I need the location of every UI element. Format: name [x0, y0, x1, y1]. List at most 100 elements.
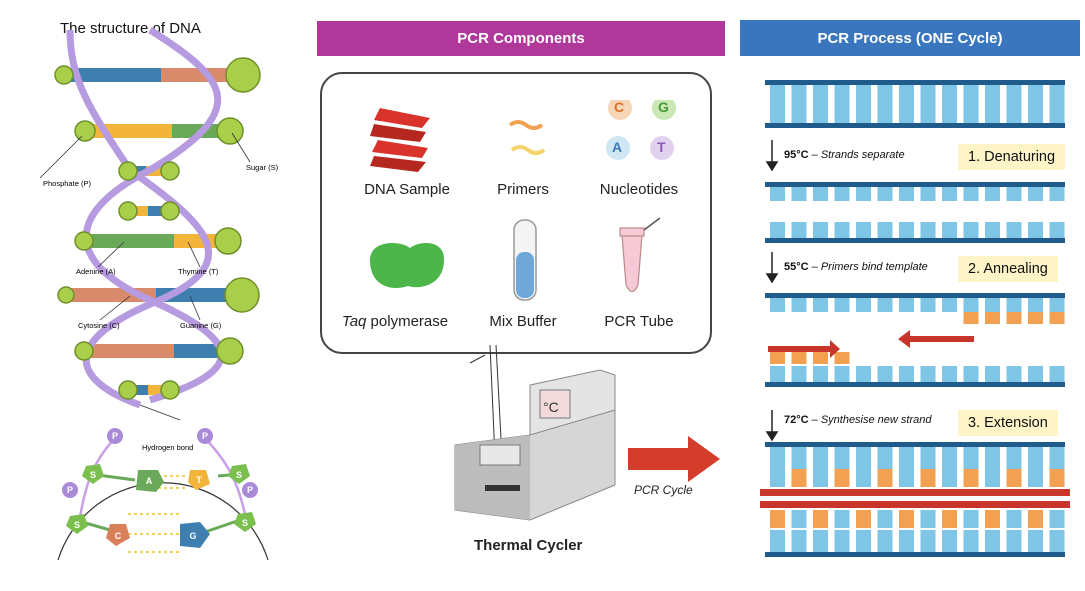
- base-segment: [834, 85, 850, 123]
- base-segment: [856, 187, 871, 201]
- new-base: [1006, 469, 1022, 487]
- base-segment: [813, 298, 828, 312]
- pcr-cycle-arrow: [628, 436, 720, 482]
- base-segment: [834, 530, 850, 552]
- base-segment: [877, 298, 893, 312]
- thermal-cycler-icon: °C: [454, 344, 616, 521]
- primer-base: [834, 352, 850, 364]
- new-base: [1049, 469, 1065, 487]
- base-segment: [920, 366, 936, 382]
- base-segment: [1049, 187, 1065, 201]
- base-segment: [1028, 447, 1043, 469]
- new-base: [856, 469, 871, 487]
- base-segment: [813, 530, 828, 552]
- base-segment: [856, 530, 871, 552]
- label-pcr-tube: PCR Tube: [604, 313, 674, 330]
- label-guanine: Guanine (G): [180, 321, 222, 330]
- base-segment: [856, 222, 871, 238]
- base-segment: [834, 447, 850, 469]
- symbol-p: P: [202, 431, 208, 441]
- base-segment: [942, 530, 957, 552]
- primer-base: [791, 352, 807, 364]
- process-header: PCR Process (ONE Cycle): [740, 20, 1080, 56]
- symbol-s: S: [242, 518, 248, 528]
- base-segment: [813, 222, 828, 238]
- base-segment: [791, 222, 807, 238]
- extended-2-bottom-backbone: [765, 552, 1065, 557]
- nucleotide-c-icon: [608, 100, 632, 120]
- base-segment: [1028, 187, 1043, 201]
- base-segment: [1006, 366, 1022, 382]
- base-segment: [834, 222, 850, 238]
- base-segment: [985, 298, 1000, 312]
- phosphate-circles: [62, 428, 258, 498]
- components-icons: [370, 100, 676, 301]
- label-thymine: Thymine (T): [178, 267, 219, 276]
- base-a-shape: [136, 470, 164, 492]
- base-segment: [920, 222, 936, 238]
- base-segment: [770, 530, 785, 552]
- new-strand-1: [760, 489, 1070, 496]
- base-segment: [899, 222, 914, 238]
- base-segment: [813, 187, 828, 201]
- base-segment: [834, 298, 850, 312]
- base-segment: [791, 447, 807, 469]
- annealed-bottom-backbone: [765, 382, 1065, 387]
- new-base: [942, 469, 957, 487]
- base-segment: [856, 85, 871, 123]
- dna-title: The structure of DNA: [60, 20, 201, 37]
- nucleotide-a-label: A: [612, 139, 623, 155]
- base-segment: [1006, 530, 1022, 552]
- new-base: [813, 469, 828, 487]
- base-segment: [963, 187, 979, 201]
- label-hydrogen-bond: Hydrogen bond: [142, 443, 193, 452]
- symbol-t: T: [196, 475, 202, 485]
- base-segment: [942, 298, 957, 312]
- base-segment: [1049, 222, 1065, 238]
- base-segment: [877, 222, 893, 238]
- primer-base: [963, 312, 979, 324]
- base-segment: [856, 447, 871, 469]
- step-1-temperature: 95°C – Strands separate: [784, 149, 905, 161]
- base-segment: [791, 530, 807, 552]
- base-segment: [834, 187, 850, 201]
- base-segment: [899, 530, 914, 552]
- base-segment: [942, 366, 957, 382]
- base-segment: [1006, 187, 1022, 201]
- base-segment: [791, 85, 807, 123]
- new-base: [920, 510, 936, 528]
- label-dna-sample: DNA Sample: [364, 181, 450, 198]
- base-segment: [942, 187, 957, 201]
- base-segment: [1028, 366, 1043, 382]
- step-3-label: 3. Extension: [958, 410, 1058, 436]
- base-segment: [1006, 85, 1022, 123]
- base-segment: [770, 222, 785, 238]
- base-segment: [791, 366, 807, 382]
- base-segment: [1006, 222, 1022, 238]
- new-base: [963, 469, 979, 487]
- primer-base: [1049, 312, 1065, 324]
- new-base: [770, 469, 785, 487]
- new-base: [963, 510, 979, 528]
- new-base: [856, 510, 871, 528]
- new-base: [877, 469, 893, 487]
- new-base: [920, 469, 936, 487]
- base-segment: [877, 85, 893, 123]
- primer-base: [813, 352, 828, 364]
- base-segment: [942, 447, 957, 469]
- symbol-p: P: [247, 485, 253, 495]
- symbol-c: C: [115, 531, 122, 541]
- step-2-temperature: 55°C – Primers bind template: [784, 261, 928, 273]
- base-segment: [1049, 447, 1065, 469]
- primer-base: [770, 352, 785, 364]
- base-segment: [1006, 447, 1022, 469]
- base-segment: [770, 298, 785, 312]
- nucleotide-a-icon: [606, 136, 630, 160]
- base-segment: [985, 447, 1000, 469]
- cycler-display-unit: °C: [543, 399, 559, 415]
- new-base: [813, 510, 828, 528]
- nucleotide-t-label: T: [657, 139, 666, 155]
- base-segment: [1006, 298, 1022, 312]
- base-segment: [813, 85, 828, 123]
- base-segment: [1049, 366, 1065, 382]
